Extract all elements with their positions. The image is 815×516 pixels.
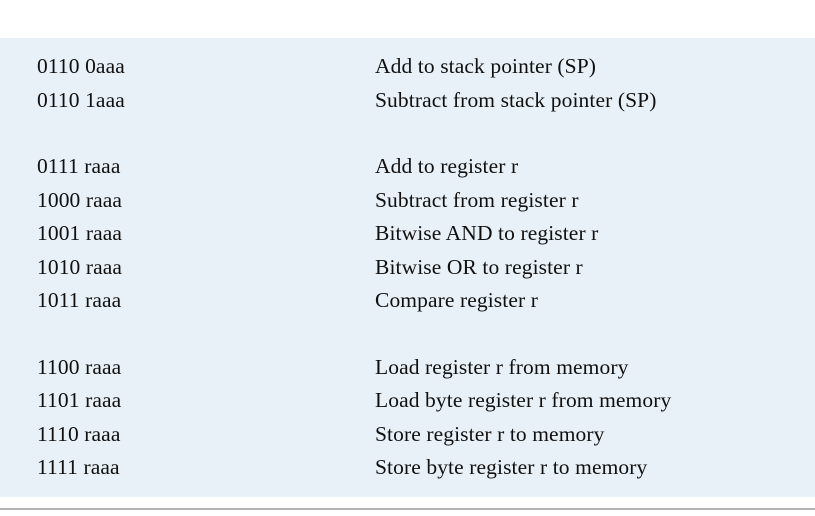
- table-row: 1101 raaa Load byte register r from memo…: [0, 384, 815, 418]
- description-cell: Bitwise AND to register r: [375, 221, 599, 245]
- table-row: 1001 raaa Bitwise AND to register r: [0, 217, 815, 251]
- description-cell: Bitwise OR to register r: [375, 254, 583, 279]
- opcode-table-panel: 0110 0aaa Add to stack pointer (SP) 0110…: [0, 38, 815, 497]
- table-row: 1000 raaa Subtract from register r: [0, 184, 815, 218]
- table-row: 0111 raaa Add to register r: [0, 150, 815, 184]
- description-cell: Add to register r: [375, 154, 519, 178]
- opcode-cell: 1010 raaa: [37, 254, 123, 279]
- opcode-cell: 1110 raaa: [37, 421, 121, 446]
- table-row: 1010 raaa Bitwise OR to register r: [0, 251, 815, 285]
- opcode-group: 0111 raaa Add to register r 1000 raaa Su…: [0, 150, 815, 318]
- description-cell: Add to stack pointer (SP): [375, 54, 597, 78]
- opcode-cell: 1001 raaa: [37, 221, 123, 245]
- table-row: 1111 raaa Store byte register r to memor…: [0, 451, 815, 485]
- table-row: 1100 raaa Load register r from memory: [0, 351, 815, 385]
- description-cell: Subtract from register r: [375, 187, 579, 212]
- description-cell: Store byte register r to memory: [375, 455, 648, 479]
- opcode-cell: 0110 0aaa: [37, 54, 125, 78]
- table-row: 0110 0aaa Add to stack pointer (SP): [0, 50, 815, 84]
- opcode-cell: 1011 raaa: [37, 288, 122, 312]
- opcode-table-body: 0110 0aaa Add to stack pointer (SP) 0110…: [0, 50, 815, 485]
- opcode-group: 1100 raaa Load register r from memory 11…: [0, 351, 815, 485]
- description-cell: Load register r from memory: [375, 354, 629, 379]
- description-cell: Load byte register r from memory: [375, 388, 672, 412]
- description-cell: Store register r to memory: [375, 421, 605, 446]
- bottom-white-margin: [0, 497, 815, 516]
- description-cell: Compare register r: [375, 288, 538, 312]
- opcode-cell: 0110 1aaa: [37, 87, 125, 112]
- top-white-margin: [0, 0, 815, 38]
- table-row: 0110 1aaa Subtract from stack pointer (S…: [0, 84, 815, 118]
- opcode-cell: 1100 raaa: [37, 354, 122, 379]
- opcode-cell: 1101 raaa: [37, 388, 122, 412]
- opcode-cell: 0111 raaa: [37, 154, 121, 178]
- description-cell: Subtract from stack pointer (SP): [375, 87, 657, 112]
- table-row: 1110 raaa Store register r to memory: [0, 418, 815, 452]
- opcode-group: 0110 0aaa Add to stack pointer (SP) 0110…: [0, 50, 815, 117]
- opcode-cell: 1000 raaa: [37, 187, 123, 212]
- opcode-cell: 1111 raaa: [37, 455, 120, 479]
- bottom-divider-rule: [0, 508, 815, 510]
- table-row: 1011 raaa Compare register r: [0, 284, 815, 318]
